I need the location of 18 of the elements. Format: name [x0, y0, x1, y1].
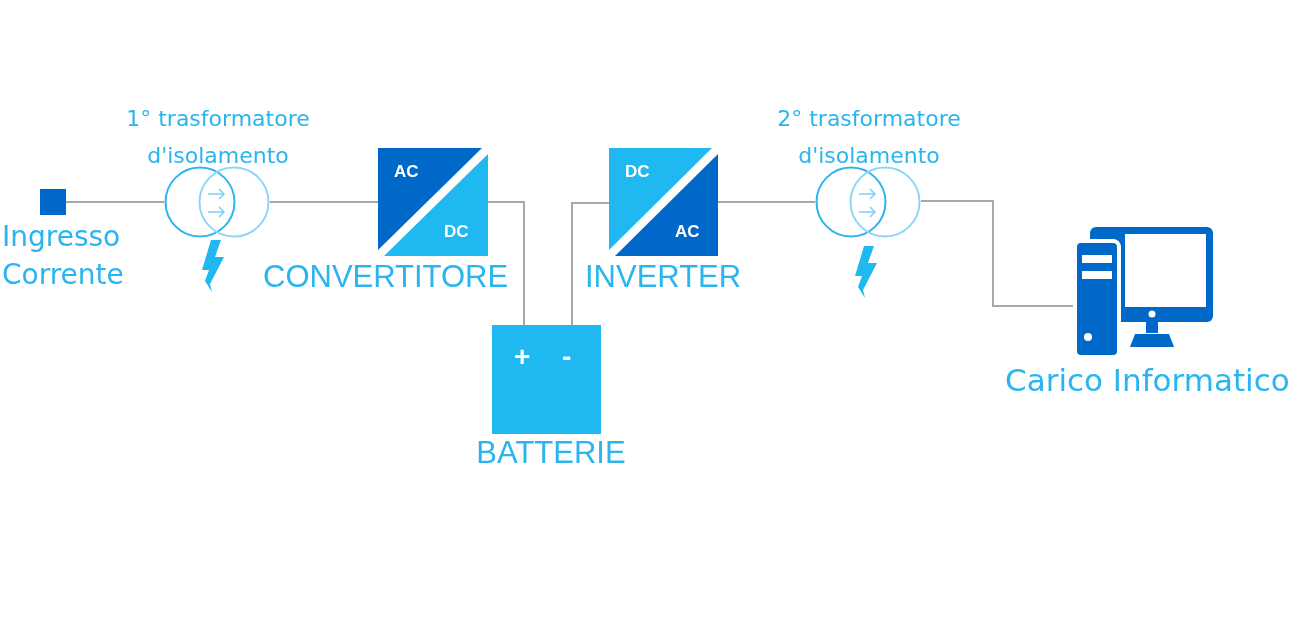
component-label: CONVERTITORE	[263, 260, 510, 294]
connector-line	[487, 201, 525, 326]
connector-line	[65, 201, 165, 203]
block-label: AC	[675, 222, 700, 242]
component-label: Carico Informatico	[1005, 362, 1291, 398]
component-label: 1° trasformatore d'isolamento	[125, 105, 311, 170]
polarity-sign: -	[562, 343, 572, 371]
block-label: DC	[444, 222, 469, 242]
connector-line	[717, 201, 816, 203]
component-label: 2° trasformatore d'isolamento	[776, 105, 962, 170]
node-label: Ingresso Corrente	[2, 219, 125, 293]
block-label: AC	[394, 162, 419, 182]
polarity-sign: +	[514, 343, 531, 371]
component-label: INVERTER	[585, 260, 743, 294]
block-label: DC	[625, 162, 650, 182]
connector-line	[920, 200, 1074, 307]
connector-line	[269, 201, 379, 203]
component-label: BATTERIE	[475, 436, 627, 470]
